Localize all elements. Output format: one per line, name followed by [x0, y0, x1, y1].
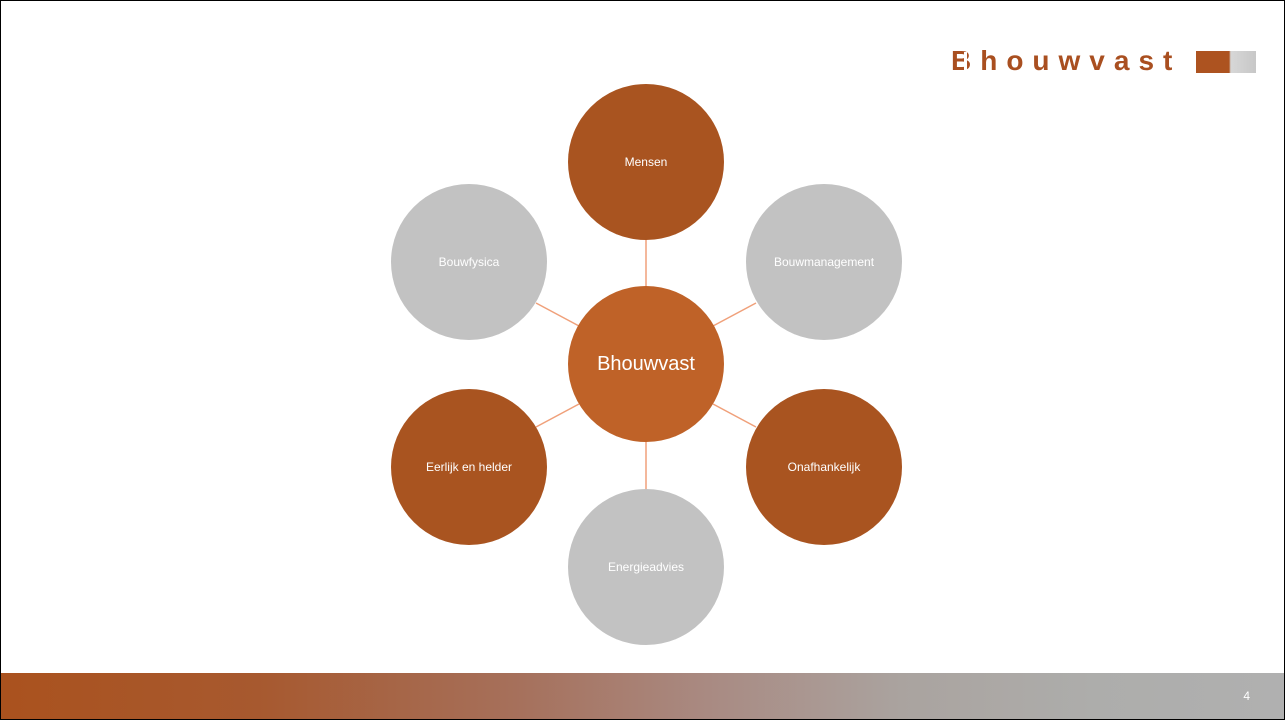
node-bouwfysica: Bouwfysica: [391, 184, 547, 340]
node-bouwmanagement: Bouwmanagement: [746, 184, 902, 340]
connector-bouwfysica: [535, 302, 580, 327]
node-label: Onafhankelijk: [787, 460, 861, 474]
node-label: Eerlijk en helder: [425, 460, 513, 474]
node-eerlijk-en-helder: Eerlijk en helder: [391, 389, 547, 545]
node-label: Bouwfysica: [438, 255, 500, 269]
node-label: Mensen: [624, 155, 668, 169]
footer-bar: 4: [1, 673, 1284, 719]
node-label: Energieadvies: [607, 560, 685, 574]
logo-text: Bhouwvast: [951, 45, 1182, 76]
brand-logo: Bhouwvast: [951, 43, 1181, 79]
connector-eerlijk-en-helder: [535, 403, 580, 428]
page-number: 4: [1243, 689, 1250, 703]
connector-bouwmanagement: [712, 302, 757, 327]
logo-mark: [964, 52, 967, 70]
node-onafhankelijk: Onafhankelijk: [746, 389, 902, 545]
logo-accent-bar: [1196, 51, 1256, 73]
radial-diagram: Mensen Bouwmanagement Onafhankelijk Ener…: [1, 1, 1284, 673]
node-energieadvies: Energieadvies: [568, 489, 724, 645]
connector-onafhankelijk: [712, 403, 757, 428]
node-center-bhouwvast: Bhouwvast: [568, 286, 724, 442]
node-label: Bouwmanagement: [773, 255, 875, 269]
center-label: Bhouwvast: [597, 353, 695, 375]
node-mensen: Mensen: [568, 84, 724, 240]
